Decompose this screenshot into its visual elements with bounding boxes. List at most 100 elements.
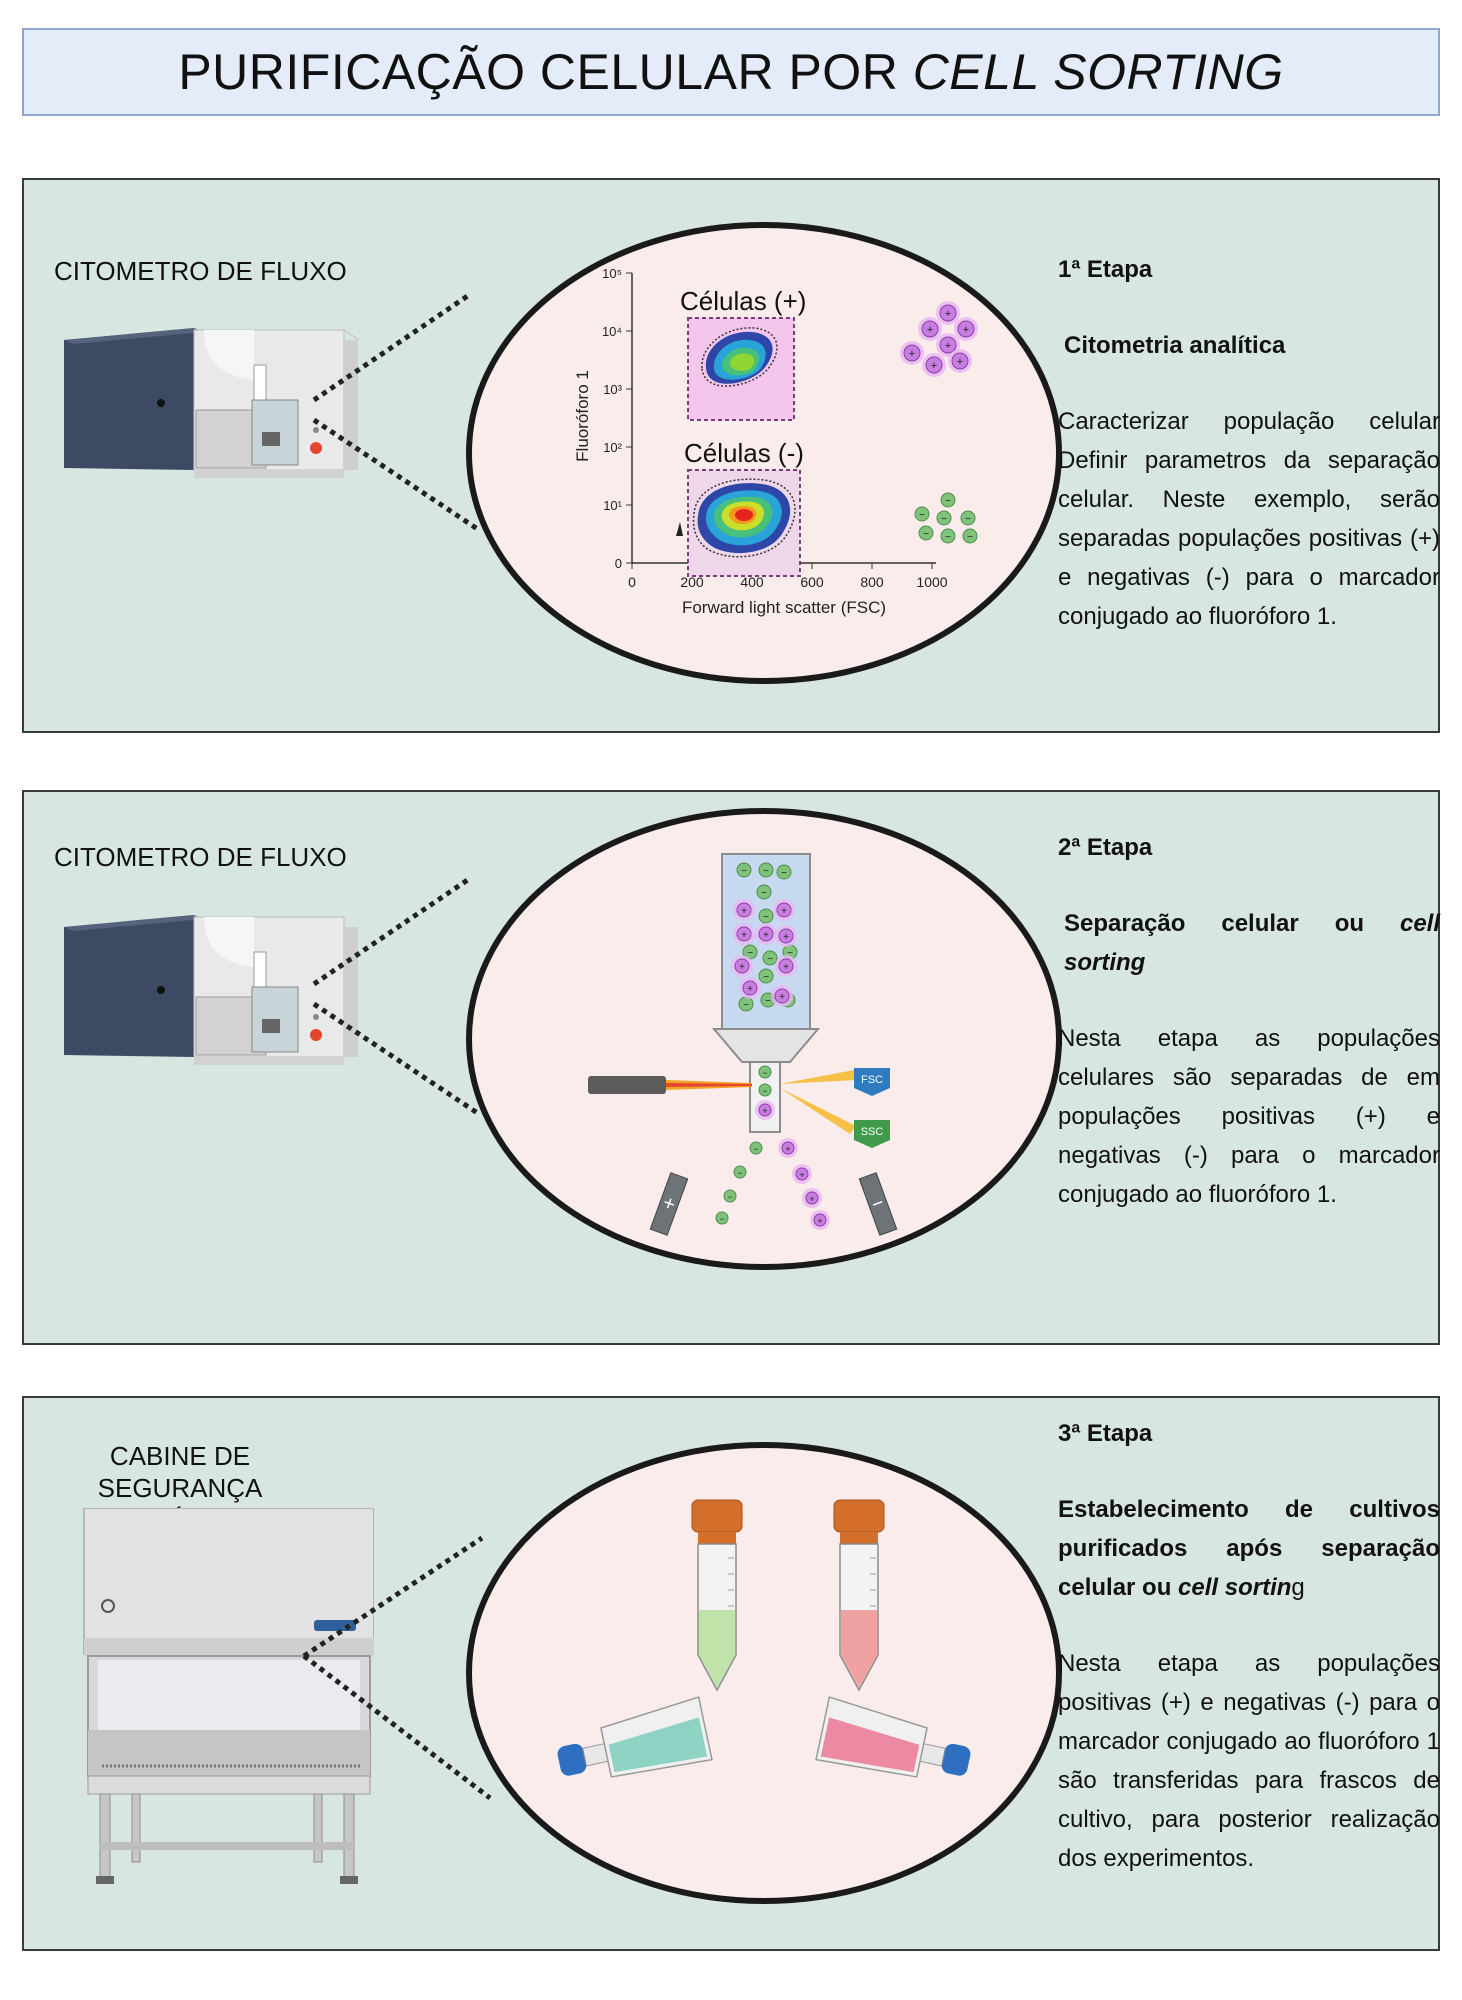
y-tick-label: 10² bbox=[603, 440, 622, 455]
positive-cell bbox=[921, 320, 939, 338]
negative-sign: − bbox=[741, 866, 747, 877]
positive-cell bbox=[939, 336, 957, 354]
step-1-title: 1ª Etapa bbox=[1058, 256, 1153, 283]
negative-sign: − bbox=[923, 529, 929, 540]
y-axis-label: Fluoróforo 1 bbox=[573, 370, 592, 462]
negative-cells-cluster: −−−−−−− bbox=[914, 492, 978, 544]
positive-sign: + bbox=[741, 930, 747, 941]
step-2-subtitle-em: cell sorting bbox=[1064, 910, 1440, 976]
device-label-cytometer: CITOMETRO DE FLUXO bbox=[54, 842, 347, 872]
positive-cell bbox=[758, 926, 774, 942]
negative-cell bbox=[733, 1165, 747, 1179]
step-3-subtitle-text: Estabelecimento de cultivos purificados … bbox=[1058, 1496, 1440, 1601]
x-tick-label: 0 bbox=[628, 574, 636, 590]
positive-cell bbox=[758, 1103, 772, 1117]
negative-cell bbox=[758, 862, 774, 878]
positive-sign: + bbox=[809, 1194, 814, 1204]
positive-cell bbox=[778, 958, 794, 974]
positive-cell bbox=[795, 1167, 809, 1181]
negative-cell bbox=[715, 1211, 729, 1225]
negative-cell bbox=[762, 950, 778, 966]
negative-cell bbox=[758, 1083, 772, 1097]
x-tick-label: 600 bbox=[800, 574, 824, 590]
negative-cell bbox=[918, 525, 934, 541]
positive-sign: + bbox=[909, 348, 915, 360]
laser-source bbox=[588, 1076, 752, 1094]
positive-cell bbox=[925, 356, 943, 374]
positive-sign: + bbox=[945, 308, 951, 320]
positive-sign: + bbox=[785, 1144, 790, 1154]
step-1-text: 1ª Etapa Citometria analítica Caracteriz… bbox=[1058, 250, 1440, 636]
negative-cell bbox=[723, 1189, 737, 1203]
ssc-label: SSC bbox=[861, 1126, 884, 1138]
positive-cell bbox=[957, 320, 975, 338]
step-3-subtitle-tail: g bbox=[1291, 1574, 1305, 1601]
step-1-subtitle: Citometria analítica bbox=[1064, 332, 1286, 359]
positive-cell bbox=[776, 902, 792, 918]
gate-positive-label: Células (+) bbox=[680, 286, 806, 316]
title-banner: PURIFICAÇÃO CELULAR POR CELL SORTING bbox=[22, 28, 1440, 116]
positive-cell bbox=[951, 352, 969, 370]
negative-sign: − bbox=[787, 948, 793, 959]
step-3-title: 3ª Etapa bbox=[1058, 1420, 1153, 1447]
positive-cell bbox=[781, 1141, 795, 1155]
positive-sign: + bbox=[927, 324, 933, 336]
sorting-column bbox=[711, 853, 821, 1133]
device-label-cytometer: CITOMETRO DE FLUXO bbox=[54, 256, 347, 286]
positive-sign: + bbox=[741, 906, 747, 917]
negative-cell bbox=[940, 528, 956, 544]
negative-cell bbox=[960, 510, 976, 526]
x-tick-label: 1000 bbox=[916, 574, 947, 590]
biosafety-cabinet-illustration bbox=[83, 1508, 374, 1884]
device-label-line-1: CABINE DE SEGURANÇA bbox=[97, 1441, 263, 1503]
tube-positive-culture bbox=[833, 1499, 885, 1692]
negative-cell bbox=[736, 862, 752, 878]
title-emphasis: CELL SORTING bbox=[912, 44, 1284, 100]
negative-sign: − bbox=[765, 996, 771, 1007]
y-tick-label: 10³ bbox=[603, 382, 622, 397]
positive-population-contour bbox=[701, 327, 778, 387]
positive-cell bbox=[813, 1213, 827, 1227]
deflection-plate-positive: + bbox=[649, 1172, 689, 1236]
negative-sign: − bbox=[762, 1068, 767, 1078]
positive-sign: + bbox=[739, 962, 745, 973]
positive-sign: + bbox=[817, 1216, 822, 1226]
fsc-detector: FSC bbox=[854, 1068, 890, 1096]
negative-sign: − bbox=[945, 532, 951, 543]
negative-sign: − bbox=[767, 954, 773, 965]
step-3-body: Nesta etapa as populações positivas (+) … bbox=[1058, 1650, 1440, 1872]
sorting-zoom-circle: −−−−−−−−−−−−+++++++++ FSC SSC + − −−+−−−… bbox=[466, 808, 1062, 1270]
negative-cell bbox=[936, 510, 952, 526]
x-tick-label: 200 bbox=[680, 574, 704, 590]
sorted-droplets: −−+−−−−++++ bbox=[715, 1065, 830, 1230]
y-tick-label: 0 bbox=[615, 556, 622, 571]
flask-positive-culture bbox=[815, 1696, 971, 1778]
negative-cell bbox=[962, 528, 978, 544]
positive-sign: + bbox=[762, 1106, 767, 1116]
positive-sign: + bbox=[963, 324, 969, 336]
zoom-connector bbox=[312, 292, 481, 533]
positive-cell bbox=[734, 958, 750, 974]
positive-sign: + bbox=[957, 356, 963, 368]
panel-step-2: CITOMETRO DE FLUXO −−−−−−−−−−−−+++++++++ bbox=[22, 790, 1440, 1345]
positive-sign: + bbox=[931, 360, 937, 372]
step-1-body: Caracterizar população celular Definir p… bbox=[1058, 408, 1440, 630]
negative-cell bbox=[756, 884, 772, 900]
negative-sign: − bbox=[753, 1144, 758, 1154]
negative-cell bbox=[940, 492, 956, 508]
positive-cell bbox=[742, 980, 758, 996]
positive-cell bbox=[805, 1191, 819, 1205]
negative-sign: − bbox=[747, 948, 753, 959]
y-tick-label: 10⁵ bbox=[602, 266, 622, 281]
negative-cell bbox=[758, 968, 774, 984]
negative-sign: − bbox=[763, 912, 769, 923]
culture-zoom-circle bbox=[466, 1442, 1062, 1904]
negative-sign: − bbox=[967, 532, 973, 543]
positive-cell bbox=[774, 988, 790, 1004]
step-2-subtitle-text: Separação celular ou bbox=[1064, 910, 1400, 937]
step-2-subtitle: Separação celular ou cell sorting bbox=[1058, 904, 1440, 982]
zoom-connector bbox=[312, 876, 481, 1117]
negative-sign: − bbox=[965, 514, 971, 525]
